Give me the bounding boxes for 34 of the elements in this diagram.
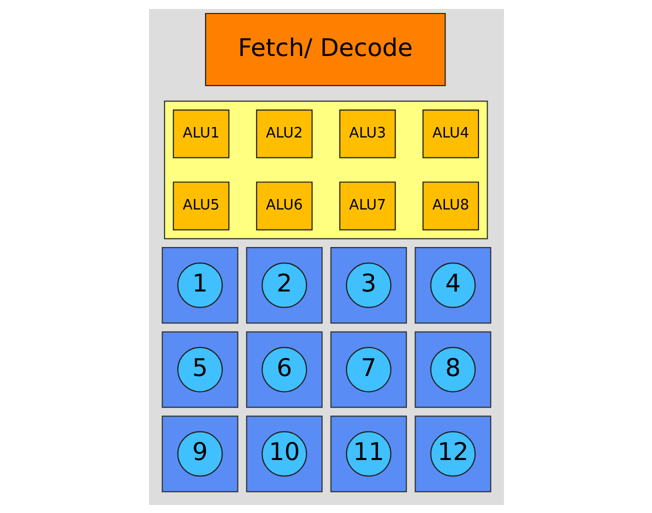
node-box: ALU6: [256, 181, 312, 230]
node-box: ALU4: [422, 108, 479, 158]
node-circle: 3: [345, 262, 391, 308]
cluster: [330, 330, 406, 408]
cluster: [330, 415, 406, 492]
node-circle: 6: [261, 346, 307, 392]
cluster: [161, 330, 238, 408]
node-circle: 7: [345, 346, 391, 392]
node-box: ALU1: [172, 108, 229, 158]
node-circle: 5: [176, 346, 222, 392]
node-circle: 8: [430, 346, 476, 392]
cluster: [246, 246, 322, 324]
node-circle: 10: [261, 430, 307, 476]
node-circle: 2: [261, 262, 307, 308]
node-circle: 11: [345, 430, 391, 476]
node-box: Fetch/ Decode: [204, 12, 446, 86]
node-box: ALU5: [172, 181, 229, 230]
cluster: [330, 246, 406, 324]
cluster: [163, 100, 488, 239]
node-box: ALU2: [256, 108, 312, 158]
cluster: [246, 415, 322, 492]
node-circle: 9: [176, 430, 222, 476]
cluster: [161, 246, 238, 324]
node-circle: 4: [430, 262, 476, 308]
cluster: [414, 246, 491, 324]
cluster: [414, 415, 491, 492]
cluster: [246, 330, 322, 408]
node-box: ALU7: [338, 181, 396, 230]
node-circle: 12: [430, 430, 476, 476]
node-box: ALU3: [338, 108, 396, 158]
cluster: [161, 415, 238, 492]
node-box: ALU8: [422, 181, 479, 230]
node-circle: 1: [176, 262, 222, 308]
cluster: [414, 330, 491, 408]
